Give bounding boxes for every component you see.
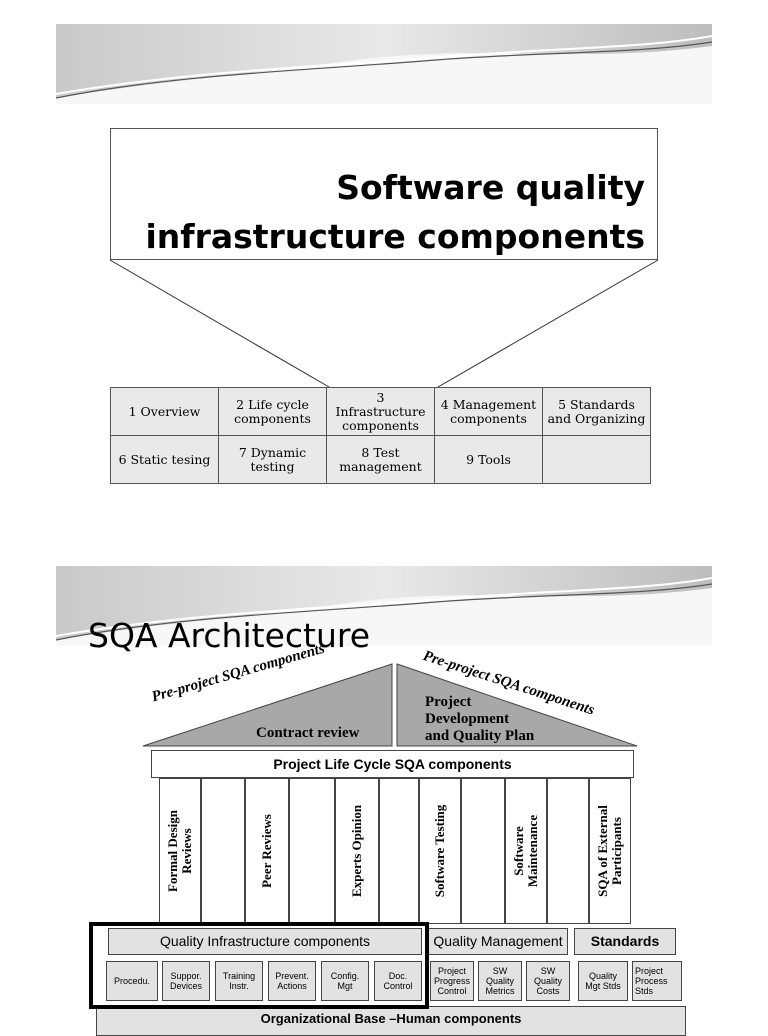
item-line: Quality (485, 976, 514, 986)
item-line: Stds (635, 986, 654, 996)
pillar-label-line: Software Testing (432, 804, 447, 898)
toc-cell: 2 Life cycle components (218, 387, 327, 436)
pillar-label: Software Maintenance (511, 814, 540, 888)
item-line: Instr. (229, 981, 249, 991)
item-line: Control (437, 986, 467, 996)
item-line: Config. (330, 971, 360, 981)
toc-cell: 8 Test management (326, 435, 435, 484)
item-line: Quality (533, 976, 562, 986)
quality-management-header: Quality Management (428, 928, 568, 955)
pillar-sqa-external-participants: SQA of External Participants (589, 778, 631, 924)
toc-cell: 6 Static tesing (110, 435, 219, 484)
item-line: Suppor. (170, 971, 202, 981)
item-line: SW (492, 966, 508, 976)
roof-pediment (142, 663, 638, 747)
item-line: Project (635, 966, 664, 976)
toc-row: 6 Static tesing 7 Dynamic testing 8 Test… (110, 435, 651, 484)
title-line-1: Software quality (336, 168, 645, 207)
slide-title-box: Software quality infrastructure componen… (110, 128, 658, 260)
project-dev-plan-label: Project Development and Quality Plan (425, 694, 534, 745)
item-line: Actions (277, 981, 307, 991)
item-line: SW (540, 966, 556, 976)
pillar-blank (201, 778, 245, 924)
pillar-software-testing: Software Testing (419, 778, 461, 924)
item-line: Doc. (388, 971, 408, 981)
item-line: Progress (433, 976, 470, 986)
infra-item-config-mgt: Config.Mgt (321, 961, 369, 1001)
toc-cell: 4 Management components (434, 387, 543, 436)
pillar-label-line: SQA of External (595, 805, 610, 897)
header-wave-decoration (56, 24, 712, 104)
project-dev-line: Development (425, 711, 510, 727)
pillar-label: Formal Design Reviews (165, 810, 194, 892)
item-line: Training (222, 971, 256, 981)
toc-cell: 7 Dynamic testing (218, 435, 327, 484)
pillar-blank (547, 778, 589, 924)
item-line: Process (635, 976, 668, 986)
pillar-label: SQA of External Participants (595, 805, 624, 897)
toc-cell: 1 Overview (110, 387, 219, 436)
header-wave-decoration (56, 566, 712, 646)
pillar-blank (379, 778, 419, 924)
item-line: Costs (536, 986, 560, 996)
highlight-frame (89, 922, 429, 1009)
quality-infrastructure-header: Quality Infrastructure components (108, 928, 422, 955)
toc-cell (542, 435, 651, 484)
toc-cell-current: 3 Infrastructure components (326, 387, 435, 436)
project-dev-line: Project (425, 694, 472, 710)
toc-cell: 9 Tools (434, 435, 543, 484)
pillar-peer-reviews: Peer Reviews (245, 778, 289, 924)
pillar-label-line: Maintenance (525, 814, 540, 888)
pillar-label-line: Experts Opinion (349, 804, 364, 898)
slide-title: SQA Architecture (88, 616, 371, 655)
pillar-label-line: Reviews (179, 828, 194, 874)
item-line: Control (383, 981, 413, 991)
pillar-label: Peer Reviews (259, 814, 274, 888)
item-line: Prevent. (275, 971, 309, 981)
contract-review-label: Contract review (256, 725, 360, 741)
infra-item-preventive-actions: Prevent.Actions (268, 961, 316, 1001)
infra-item-procedures: Procedu. (106, 961, 158, 1001)
pillar-label-line: Participants (609, 817, 624, 885)
item-line: Mgt (337, 981, 353, 991)
title-line-2: infrastructure components (145, 217, 645, 256)
toc-table: 1 Overview 2 Life cycle components 3 Inf… (110, 387, 651, 484)
pillar-label-line: Formal Design (165, 810, 180, 892)
pillar-blank (289, 778, 335, 924)
item-line: Devices (169, 981, 202, 991)
item-line: Quality (588, 971, 617, 981)
infra-item-support-devices: Suppor.Devices (162, 961, 210, 1001)
toc-row: 1 Overview 2 Life cycle components 3 Inf… (110, 387, 651, 436)
project-dev-line: and Quality Plan (425, 728, 535, 744)
standards-header: Standards (574, 928, 676, 955)
item-line: Metrics (485, 986, 515, 996)
toc-cell: 5 Standards and Organizing (542, 387, 651, 436)
slide-title: Software quality infrastructure componen… (145, 163, 645, 261)
pillar-label-line: Software (511, 826, 526, 876)
item-line: Mgt Stds (585, 981, 621, 991)
callout-lines (109, 259, 659, 388)
lifecycle-bar: Project Life Cycle SQA components (151, 750, 634, 778)
pillar-label: Software Testing (432, 804, 447, 898)
organizational-base-bar: Organizational Base –Human components (96, 1006, 686, 1036)
pillar-experts-opinion: Experts Opinion (335, 778, 379, 924)
pillar-label: Experts Opinion (349, 804, 364, 898)
pillar-formal-design-reviews: Formal Design Reviews (159, 778, 201, 924)
item-line: Project (437, 966, 466, 976)
pillar-label-line: Peer Reviews (259, 814, 274, 888)
item-line: Procedu. (113, 976, 151, 986)
infra-item-doc-control: Doc.Control (374, 961, 422, 1001)
pillar-blank (461, 778, 505, 924)
pillar-software-maintenance: Software Maintenance (505, 778, 547, 924)
